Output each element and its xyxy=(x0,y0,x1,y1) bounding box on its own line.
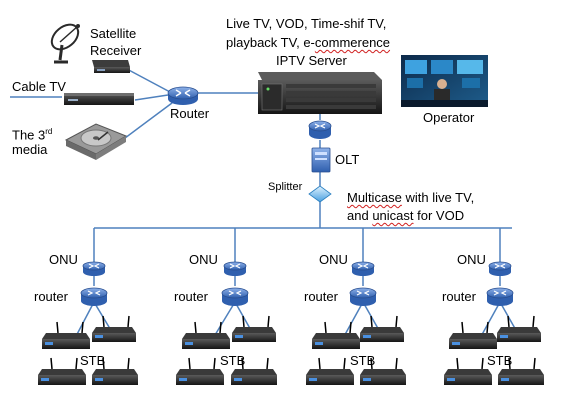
onu-icon xyxy=(488,261,512,276)
distribution-note-unicast-word: unicast xyxy=(372,208,414,223)
third-media-label-line-1: The 3rd xyxy=(12,124,52,142)
operator-photo xyxy=(401,55,488,107)
splitter-icon xyxy=(308,185,332,203)
head-end-router-icon xyxy=(167,86,199,105)
satellite-receiver-icon xyxy=(92,60,130,73)
router-label: router xyxy=(442,289,476,304)
set-top-box-icon xyxy=(360,315,404,342)
branch-1-devices xyxy=(38,261,138,385)
set-top-box-icon xyxy=(449,321,497,349)
iptv-server-icon xyxy=(258,72,382,114)
onu-icon xyxy=(351,261,375,276)
hard-disk-icon xyxy=(64,123,128,160)
third-media-superscript: rd xyxy=(45,127,53,136)
onu-icon xyxy=(82,261,106,276)
olt-device-icon xyxy=(311,147,331,173)
server-services-line-1: Live TV, VOD, Time-shif TV, xyxy=(226,16,387,31)
head-end-router-label: Router xyxy=(170,106,210,121)
distribution-note-line-2-start: and xyxy=(347,208,373,223)
third-media-prefix: The 3 xyxy=(12,127,46,143)
router-icon xyxy=(221,287,249,306)
stb-label: STB xyxy=(487,353,513,368)
router-label: router xyxy=(174,289,208,304)
cable-tv-label: Cable TV xyxy=(12,79,66,94)
distribution-note-line-2-end: for VOD xyxy=(413,208,465,223)
set-top-box-icon xyxy=(231,357,277,385)
set-top-box-icon xyxy=(498,357,544,385)
server-services-line-2: playback TV, e-commerence xyxy=(226,35,390,50)
branch-2-devices xyxy=(176,261,277,385)
onu-icon xyxy=(223,261,247,276)
branch-3-devices xyxy=(306,261,406,385)
router-label: router xyxy=(304,289,338,304)
router-icon xyxy=(80,287,108,306)
server-services-line-2-part-1: playback TV, e- xyxy=(226,35,315,50)
distribution-note-line-1-rest: with live TV, xyxy=(401,190,475,205)
olt-label: OLT xyxy=(335,152,360,167)
set-top-box-icon xyxy=(182,321,230,349)
branch-4-devices xyxy=(444,261,544,385)
distribution-note-line-2: and unicast for VOD xyxy=(347,208,464,223)
onu-label: ONU xyxy=(189,252,218,267)
onu-label: ONU xyxy=(457,252,486,267)
distribution-note-multicast-word: Multicase xyxy=(347,190,402,205)
set-top-box-icon xyxy=(497,315,541,342)
set-top-box-icon xyxy=(38,357,86,385)
set-top-box-icon xyxy=(232,315,276,342)
router-icon xyxy=(486,287,514,306)
set-top-box-icon xyxy=(42,321,90,349)
router-label: router xyxy=(34,289,68,304)
server-services-line-2-part-2: commerence xyxy=(314,35,391,50)
satellite-dish-icon xyxy=(50,23,80,64)
splitter-label: Splitter xyxy=(268,181,303,193)
onu-label: ONU xyxy=(319,252,348,267)
iptv-server-title: IPTV Server xyxy=(276,53,347,68)
router-icon xyxy=(349,287,377,306)
onu-label: ONU xyxy=(49,252,78,267)
satellite-label-line-2: Receiver xyxy=(90,43,142,58)
distribution-note-line-1: Multicase with live TV, xyxy=(347,190,474,205)
stb-label: STB xyxy=(80,353,106,368)
set-top-box-icon xyxy=(92,357,138,385)
set-top-box-icon xyxy=(176,357,224,385)
set-top-box-icon xyxy=(312,321,360,349)
cable-tv-box-icon xyxy=(64,93,134,105)
stb-label: STB xyxy=(220,353,246,368)
set-top-box-icon xyxy=(92,315,136,342)
stb-label: STB xyxy=(350,353,376,368)
set-top-box-icon xyxy=(444,357,492,385)
set-top-box-icon xyxy=(360,357,406,385)
operator-label: Operator xyxy=(423,110,475,125)
olt-uplink-router-icon xyxy=(308,120,332,139)
set-top-box-icon xyxy=(306,357,354,385)
third-media-label-line-2: media xyxy=(12,142,48,157)
satellite-label-line-1: Satellite xyxy=(90,26,137,41)
